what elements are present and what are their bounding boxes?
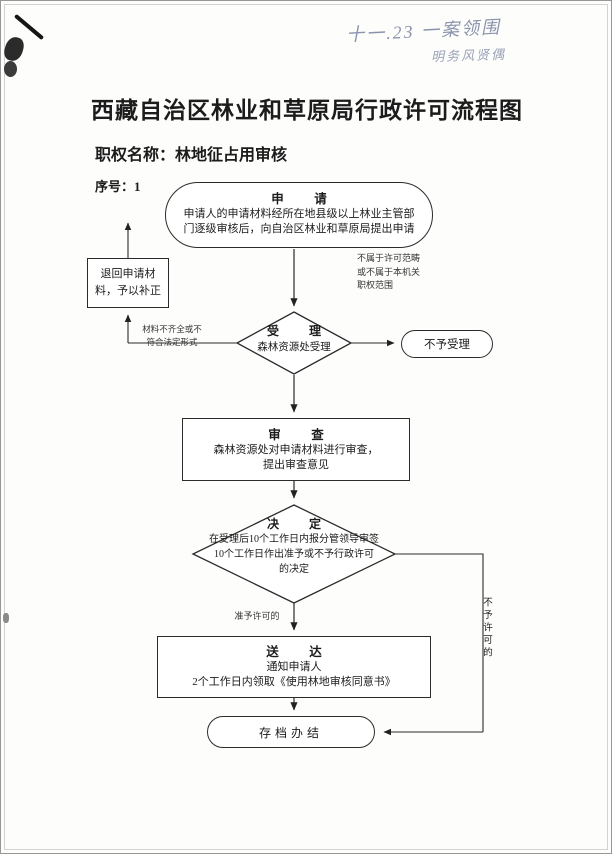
apply-text-line2: 门逐级审核后，向自治区林业和草原局提出申请 (183, 223, 415, 236)
return-text-line2: 料，予以补正 (95, 284, 161, 297)
deliver-line2: 2个工作日内领取《使用林地审核同意书》 (192, 676, 396, 689)
return-text-line1: 退回申请材 (100, 268, 156, 280)
not-in-scope-line1: 不属于许可范畴 (357, 253, 421, 263)
serial-number: 序号：1 (95, 179, 141, 194)
accept-body: 森林资源处受理 (257, 342, 331, 353)
not-in-scope-label: 不属于许可范畴 或不属于本机关 职权范围 (357, 252, 443, 293)
review-title: 审 查 (268, 428, 333, 442)
accept-diamond: 受 理 森林资源处受理 (239, 322, 349, 354)
archive-node: 存档办结 (207, 716, 375, 748)
denied-label: 不予许可的 (481, 597, 491, 660)
page-title: 西藏自治区林业和草原局行政许可流程图 (91, 98, 523, 123)
apply-title: 申 请 (271, 192, 336, 206)
review-line1: 森林资源处对申请材料进行审查， (213, 444, 379, 456)
archive-label: 存档办结 (258, 725, 323, 740)
decide-line3: 的决定 (279, 564, 309, 575)
apply-text-line1: 申请人的申请材料经所在地县级以上林业主管部 (183, 208, 415, 220)
decide-line2: 10个工作日作出准予或不予行政许可 (214, 549, 374, 560)
deliver-box: 送 达 通知申请人 2个工作日内领取《使用林地审核同意书》 (157, 636, 431, 698)
deliver-title: 送 达 (266, 645, 331, 659)
authority-name: 职权名称：林地征占用审核 (95, 147, 288, 164)
granted-label: 准予许可的 (234, 611, 280, 621)
not-in-scope-line3: 职权范围 (357, 280, 394, 290)
not-in-scope-line2: 或不属于本机关 (357, 266, 421, 277)
apply-node: 申 请 申请人的申请材料经所在地县级以上林业主管部 门逐级审核后，向自治区林业和… (165, 182, 433, 248)
scan-artifact (3, 613, 9, 623)
review-line2: 提出审查意见 (263, 459, 329, 472)
not-accepted-node: 不予受理 (401, 330, 493, 358)
not-accepted-label: 不予受理 (424, 339, 470, 351)
decide-line1: 在受理后10个工作日内报分管领导审签 (209, 534, 379, 545)
review-box: 审 查 森林资源处对申请材料进行审查， 提出审查意见 (182, 418, 410, 481)
incomplete-label-line1: 材料不齐全或不 (142, 324, 202, 334)
return-materials-box: 退回申请材 料，予以补正 (87, 258, 169, 308)
decide-diamond: 决 定 在受理后10个工作日内报分管领导审签 10个工作日作出准予或不予行政许可… (189, 515, 399, 577)
incomplete-materials-label: 材料不齐全或不 符合法定形式 (127, 323, 217, 349)
deliver-line1: 通知申请人 (266, 661, 322, 673)
accept-title: 受 理 (266, 324, 330, 338)
incomplete-label-line2: 符合法定形式 (146, 336, 198, 347)
decide-title: 决 定 (266, 517, 330, 531)
scan-artifact (4, 61, 17, 77)
